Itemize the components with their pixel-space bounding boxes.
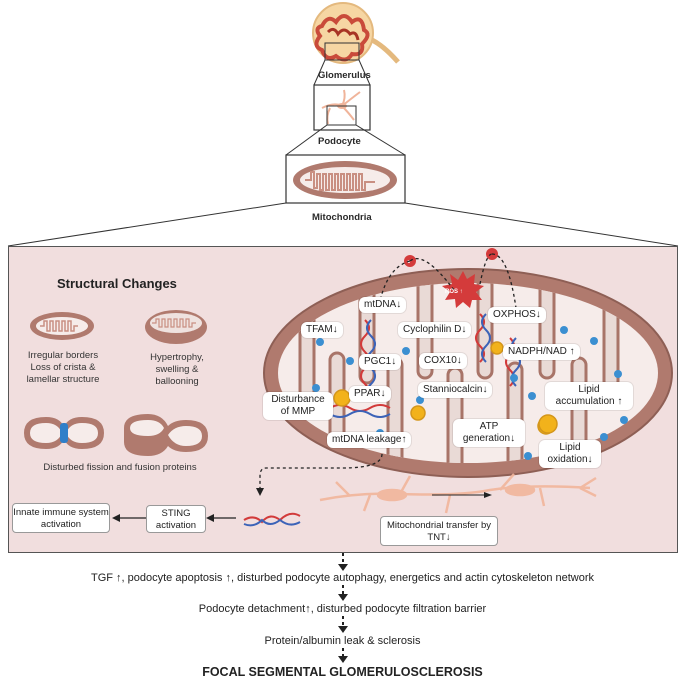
leaked-mtdna-strand (243, 512, 301, 527)
ppar-label: PPAR↓ (349, 386, 391, 402)
small-mitochondria-illustration (293, 161, 397, 199)
lipid-accumulation-label: Lipid accumulation ↑ (545, 382, 633, 410)
podocyte-label: Podocyte (318, 136, 361, 147)
pgc1-label: PGC1↓ (359, 354, 402, 370)
stanniocalcin-label: Stanniocalcin↓ (418, 382, 493, 398)
irregular-mitochondrion-icon (30, 312, 94, 340)
flow-step-3: Protein/albumin leak & sclerosis (264, 635, 421, 647)
fission-fusion-caption: Disturbed fission and fusion proteins (43, 462, 197, 473)
zoom-chain-graphic (7, 2, 679, 247)
mtdna-label: mtDNA↓ (359, 297, 407, 313)
flow-step-1: TGF ↑, podocyte apoptosis ↑, disturbed p… (90, 572, 595, 584)
lipid-droplets (333, 341, 558, 435)
flow-arrow-1 (338, 564, 348, 571)
podocyte-tnt-illustration (319, 473, 597, 514)
fusion-mitochondrion-icon (124, 414, 208, 456)
hypertrophy-caption: Hypertrophy, swelling & ballooning (150, 352, 204, 387)
flow-arrow-4 (338, 656, 348, 663)
mitochondrial-transfer-box: Mitochondrial transfer by TNT↓ (380, 516, 498, 546)
sting-activation-box: STING activation (146, 505, 206, 533)
mtdna-leakage-label: mtDNA leakage↑ (327, 432, 412, 448)
oxphos-label: OXPHOS↓ (488, 307, 546, 323)
lipid-oxidation-label: Lipid oxidation↓ (539, 440, 601, 468)
fission-mitochondrion-icon (24, 417, 104, 449)
atp-generation-label: ATP generation↓ (453, 419, 525, 447)
glomerulus-illustration (312, 2, 400, 64)
irregular-borders-caption: Irregular borders Loss of crista & lamel… (26, 350, 100, 385)
final-outcome: FOCAL SEGMENTAL GLOMERULOSCLEROSIS (202, 665, 483, 679)
mmp-label: Disturbance of MMP (263, 392, 333, 420)
cox10-label: COX10↓ (419, 353, 467, 369)
ros-label: ROS ↑ (445, 289, 463, 295)
swollen-mitochondrion-icon (145, 310, 207, 344)
svg-text:•: • (407, 257, 411, 268)
leak-arrowhead (256, 488, 264, 496)
innate-immune-box: Innate immune system activation (12, 503, 110, 533)
structural-changes-title: Structural Changes (57, 276, 177, 291)
cyclophilin-label: Cyclophilin D↓ (398, 322, 472, 338)
nadph-label: NADPH/NAD ↑ (503, 344, 580, 360)
flow-arrows (338, 553, 348, 663)
glomerulus-label: Glomerulus (318, 70, 371, 81)
ros-burst-icon (442, 271, 484, 308)
flow-arrow-2 (338, 594, 348, 601)
mitochondria-label: Mitochondria (312, 212, 372, 223)
tfam-label: TFAM↓ (301, 322, 343, 338)
structural-changes-illustrations (24, 310, 208, 456)
leakage-pathway-graphic (112, 453, 597, 527)
flow-step-2: Podocyte detachment↑, disturbed podocyte… (198, 603, 487, 615)
flow-arrow-3 (338, 626, 348, 633)
